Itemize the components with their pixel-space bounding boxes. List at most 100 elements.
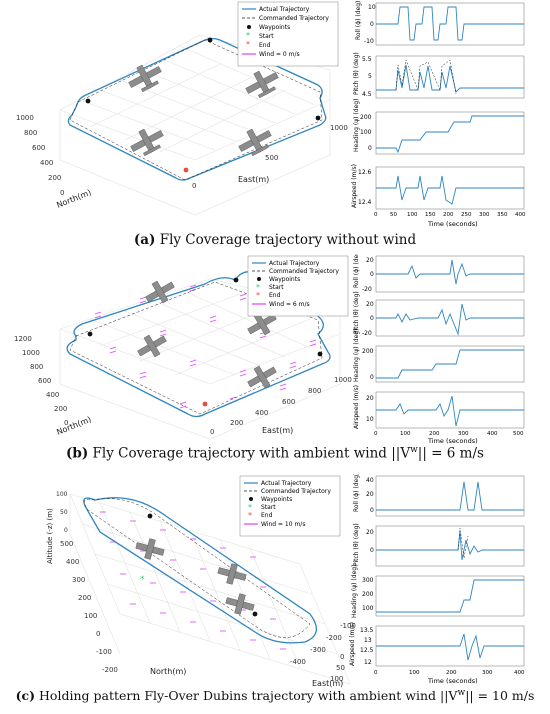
- svg-text:Roll (ɸ) (deg): Roll (ɸ) (deg): [355, 1, 362, 40]
- svg-text:300: 300: [479, 212, 490, 218]
- svg-text:350: 350: [497, 212, 508, 218]
- svg-text:0: 0: [370, 374, 374, 381]
- grid-3d-c: [69, 493, 351, 685]
- svg-text:Start: Start: [259, 33, 274, 40]
- svg-text:600: 600: [38, 377, 51, 385]
- svg-text:1000: 1000: [330, 124, 348, 132]
- waypoint-marker: [207, 37, 213, 43]
- svg-text:Actual Trajectory: Actual Trajectory: [269, 260, 320, 267]
- svg-text:Start: Start: [269, 284, 284, 291]
- svg-text:200: 200: [230, 419, 243, 427]
- commanded-trajectory-c: [84, 498, 311, 638]
- svg-text:End: End: [259, 42, 271, 49]
- svg-text:0: 0: [60, 189, 64, 197]
- svg-text:200: 200: [429, 431, 440, 437]
- east-ticks-b: 0 200 400 600 800 1000: [210, 376, 352, 436]
- waypoint-marker: [317, 351, 323, 357]
- svg-text:Wind = 0 m/s: Wind = 0 m/s: [259, 51, 300, 58]
- north-ticks-b: 1200 1000 800 600 400 200 0: [14, 335, 68, 427]
- svg-text:150: 150: [425, 212, 436, 218]
- svg-text:0: 0: [374, 431, 378, 437]
- waypoint-marker: [85, 98, 91, 104]
- east-axis-label-b: East(m): [262, 426, 293, 435]
- svg-text:Actual Trajectory: Actual Trajectory: [261, 480, 312, 487]
- svg-text:0: 0: [96, 630, 100, 638]
- trajectory-3d-plot-c: * Altitude (-z) (m) 100 50 0 500 400 300…: [46, 473, 525, 688]
- svg-text:13: 13: [364, 637, 372, 644]
- time-series-b: 20 0 -20 Roll (ɸ) (deg) 20 0 -20 Pitch (…: [353, 249, 525, 445]
- svg-text:Heading (ψ) (deg): Heading (ψ) (deg): [351, 565, 358, 618]
- svg-text:20: 20: [366, 301, 374, 308]
- east-axis-label-a: East(m): [238, 175, 269, 184]
- svg-text:Waypoints: Waypoints: [261, 496, 292, 503]
- commanded-trajectory-b: [69, 281, 323, 415]
- aircraft-icons-b: [137, 280, 277, 389]
- waypoint-marker: [87, 331, 93, 337]
- svg-text:200: 200: [54, 405, 67, 413]
- svg-text:-100: -100: [96, 648, 112, 656]
- svg-text:*: *: [246, 40, 250, 49]
- caption-c: (c) Holding pattern Fly-Over Dubins traj…: [15, 688, 535, 704]
- svg-text:20: 20: [366, 529, 374, 536]
- aircraft-icons-c: [135, 538, 255, 615]
- trajectory-3d-plot-b: 1200 1000 800 600 400 200 0 North(m) 0 2…: [14, 249, 525, 445]
- east-axis-label-c: East(m): [312, 679, 343, 688]
- actual-trajectory-c: [83, 497, 317, 644]
- svg-text:100: 100: [400, 431, 411, 437]
- svg-text:Roll (ɸ) (deg): Roll (ɸ) (deg): [353, 254, 360, 288]
- figure-panel-a: 1000 800 600 400 200 0 North(m) 0 500 10…: [0, 0, 550, 255]
- svg-text:200: 200: [78, 594, 91, 602]
- svg-text:600: 600: [282, 398, 295, 406]
- legend-b: Actual Trajectory Commanded Trajectory W…: [247, 255, 349, 317]
- north-ticks-c: 500 400 300 200 100 0 -100 -200: [60, 540, 118, 674]
- svg-text:50: 50: [336, 664, 345, 672]
- svg-text:5.5: 5.5: [362, 56, 372, 63]
- svg-text:12.5: 12.5: [360, 647, 374, 654]
- north-axis-label-c: North(m): [150, 667, 186, 676]
- legend-a: Actual Trajectory Commanded Trajectory W…: [237, 1, 339, 67]
- svg-text:-400: -400: [290, 658, 306, 666]
- svg-text:300: 300: [482, 670, 493, 676]
- svg-text:*: *: [246, 31, 250, 40]
- svg-text:-20: -20: [362, 330, 372, 337]
- end-marker: [183, 167, 189, 173]
- caption-b: (b) Fly Coverage trajectory with ambient…: [66, 445, 484, 462]
- svg-text:1000: 1000: [22, 349, 40, 357]
- altitude-axis-label-c: Altitude (-z) (m): [46, 508, 54, 564]
- svg-text:0: 0: [370, 271, 374, 278]
- svg-text:-10: -10: [364, 38, 374, 45]
- svg-text:600: 600: [32, 144, 45, 152]
- time-series-c: 40 20 0 Roll (ɸ) (deg) 20 0 Pitch (θ) (d…: [349, 473, 525, 685]
- svg-text:20: 20: [366, 491, 374, 498]
- figure-panel-c: * Altitude (-z) (m) 100 50 0 500 400 300…: [0, 473, 550, 714]
- svg-text:5: 5: [368, 73, 372, 80]
- figure-panel-b: 1200 1000 800 600 400 200 0 North(m) 0 2…: [0, 249, 550, 469]
- svg-text:40: 40: [366, 477, 374, 484]
- svg-text:400: 400: [46, 391, 59, 399]
- legend-c: Actual Trajectory Commanded Trajectory W…: [239, 475, 341, 537]
- svg-text:50: 50: [60, 509, 68, 516]
- svg-text:400: 400: [515, 212, 526, 218]
- trajectory-3d-plot-a: 1000 800 600 400 200 0 North(m) 0 500 10…: [16, 1, 526, 228]
- svg-text:*: *: [256, 291, 260, 300]
- svg-text:200: 200: [362, 348, 374, 355]
- svg-text:800: 800: [308, 387, 321, 395]
- svg-text:200: 200: [446, 670, 457, 676]
- svg-text:0: 0: [192, 182, 196, 190]
- svg-text:500: 500: [60, 540, 73, 548]
- svg-text:Start: Start: [261, 504, 276, 511]
- svg-text:0: 0: [368, 145, 372, 152]
- svg-text:-300: -300: [310, 646, 326, 654]
- svg-text:-200: -200: [326, 634, 342, 642]
- svg-text:100: 100: [56, 491, 68, 498]
- svg-text:Wind = 6 m/s: Wind = 6 m/s: [269, 301, 310, 308]
- svg-text:4.5: 4.5: [362, 91, 372, 98]
- svg-text:0: 0: [370, 21, 374, 28]
- svg-text:End: End: [269, 292, 281, 299]
- svg-text:200: 200: [360, 114, 372, 121]
- svg-text:Airspeed (m/s): Airspeed (m/s): [353, 385, 360, 429]
- svg-text:*: *: [248, 503, 252, 512]
- svg-text:Pitch (θ) (deg): Pitch (θ) (deg): [353, 52, 360, 95]
- svg-text:100: 100: [330, 675, 343, 683]
- svg-text:20: 20: [366, 395, 374, 402]
